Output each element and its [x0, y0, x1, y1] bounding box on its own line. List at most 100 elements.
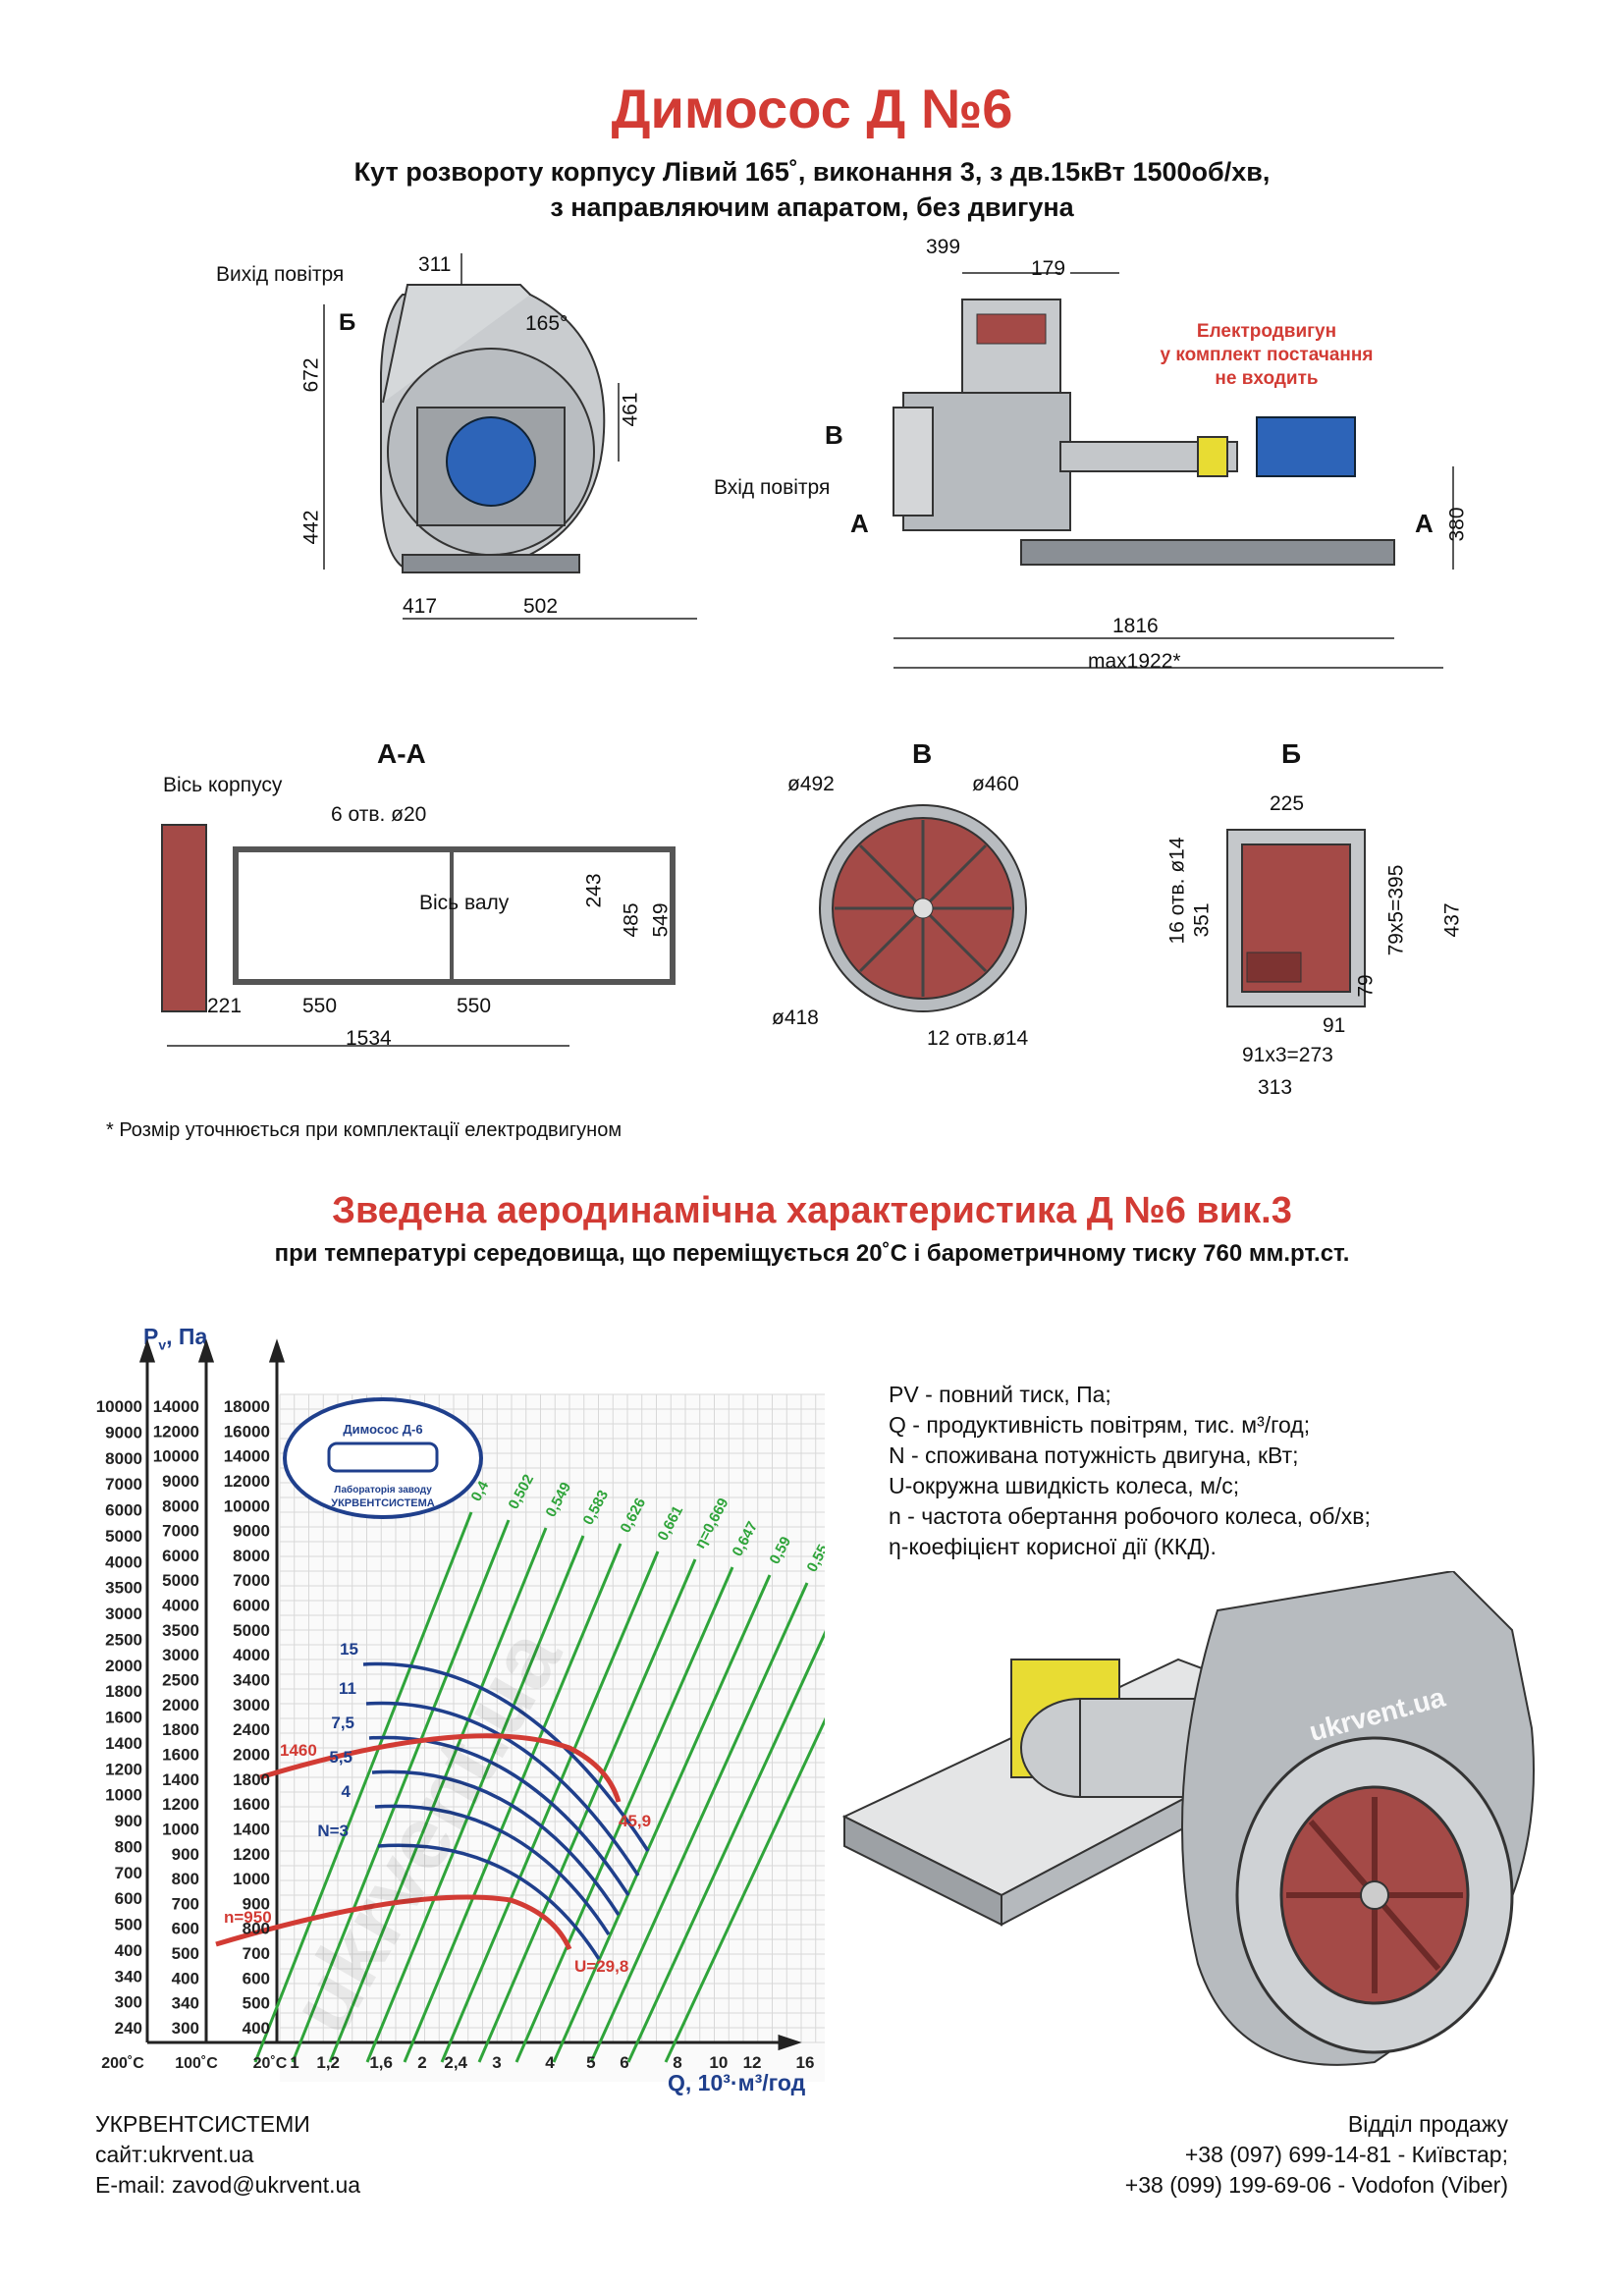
y-axis-label: Pv, Па: [143, 1324, 207, 1353]
axis-body-label: Вісь корпусу: [163, 774, 283, 796]
logo-line-1: Димосос Д-6: [343, 1422, 422, 1437]
y-axis-unit: , Па: [166, 1324, 208, 1349]
tick-100c: 10000: [153, 1447, 199, 1466]
section-v-title: В: [912, 738, 933, 769]
tick-20c: 12000: [224, 1472, 270, 1491]
dim-1816: 1816: [1112, 615, 1159, 637]
motor-note-line-1: Електродвигун: [1196, 321, 1337, 342]
tick-20c: 16000: [224, 1422, 270, 1441]
tick-100c: 7000: [162, 1522, 199, 1541]
dim-d460: ø460: [972, 773, 1019, 795]
power-curve: [374, 1804, 611, 1935]
dim-225: 225: [1270, 792, 1305, 815]
dim-550-b: 550: [457, 995, 492, 1017]
phone-vodafone[interactable]: +38 (099) 199-69-06 - Vodofon (Viber): [1124, 2172, 1508, 2198]
tick-200c: 4000: [105, 1552, 142, 1571]
tick-100c: 340: [172, 1994, 199, 2013]
view-marker-v: В: [825, 420, 843, 450]
dim-461: 461: [619, 392, 642, 427]
dim-485: 485: [620, 902, 643, 938]
efficiency-line: [291, 1519, 511, 2063]
x-axis-label: Q, 10³·м³/год: [668, 2070, 806, 2095]
x-tick: 1,2: [316, 2053, 340, 2072]
dim-437: 437: [1440, 902, 1464, 938]
tick-200c: 300: [115, 1993, 142, 2012]
view-marker-b: Б: [339, 309, 356, 336]
tick-200c: 7000: [105, 1475, 142, 1494]
tick-200c: 6000: [105, 1501, 142, 1520]
tick-20c: 1400: [233, 1820, 270, 1838]
tick-200c: 5000: [105, 1527, 142, 1546]
x-tick: 10: [709, 2053, 728, 2072]
logo-line-3: УКРВЕНТСИСТЕМА: [331, 1497, 435, 1509]
efficiency-line: [440, 1551, 660, 2063]
motor-note-line-2: у комплект постачання: [1160, 345, 1374, 365]
x-tick: 2,4: [444, 2053, 467, 2072]
section-aa-drawing: [161, 824, 676, 1047]
legend-n: N - споживана потужність двигуна, кВт;: [889, 1442, 1299, 1468]
dim-16-holes: 16 отв. ø14: [1165, 837, 1189, 945]
page-title: Димосос Д №6: [611, 78, 1013, 139]
power-curve: [377, 1843, 601, 1960]
section-b-drawing: [1226, 829, 1366, 1007]
dim-d492: ø492: [787, 773, 835, 795]
tick-200c: 800: [115, 1837, 142, 1856]
tick-20c: 14000: [224, 1447, 270, 1466]
dim-549: 549: [649, 902, 673, 938]
dim-1534: 1534: [346, 1027, 392, 1050]
dim-442: 442: [299, 510, 323, 545]
section-marker-a-left: А: [850, 509, 869, 538]
x-tick: 16: [796, 2053, 815, 2072]
tick-100c: 1400: [162, 1770, 199, 1789]
legend-rpm: n - частота обертання робочого колеса, о…: [889, 1503, 1371, 1529]
dim-max1922: max1922*: [1088, 650, 1181, 673]
tick-200c: 8000: [105, 1449, 142, 1468]
power-label: 4: [342, 1782, 352, 1801]
rpm-label-950: n=950: [224, 1908, 272, 1927]
tick-200c: 10000: [96, 1397, 142, 1416]
temp-label: 20˚С: [253, 2055, 288, 2072]
tick-200c: 1800: [105, 1682, 142, 1701]
x-tick: 12: [743, 2053, 762, 2072]
tick-200c: 1400: [105, 1734, 142, 1753]
tick-200c: 9000: [105, 1423, 142, 1442]
aero-subtitle: при температурі середовища, що переміщує…: [274, 1240, 1350, 1267]
tick-100c: 800: [172, 1870, 199, 1888]
legend-q: Q - продуктивність повітрям, тис. м³/год…: [889, 1412, 1311, 1438]
tick-200c: 3500: [105, 1579, 142, 1598]
tick-200c: 3000: [105, 1605, 142, 1623]
site-link[interactable]: сайт:ukrvent.ua: [95, 2142, 254, 2167]
footer-left: УКРВЕНТСИСТЕМИ сайт:ukrvent.ua E-mail: z…: [95, 2109, 360, 2201]
tick-20c: 5000: [233, 1621, 270, 1640]
tick-20c: 6000: [233, 1597, 270, 1615]
company-name: УКРВЕНТСИСТЕМИ: [95, 2111, 310, 2137]
tick-100c: 5000: [162, 1571, 199, 1590]
tick-100c: 4000: [162, 1597, 199, 1615]
x-tick: 6: [620, 2053, 628, 2072]
dim-79: 79: [1354, 974, 1378, 998]
tick-20c: 7000: [233, 1571, 270, 1590]
rpm-curve-950: [215, 1894, 572, 1951]
power-label: 7,5: [331, 1714, 354, 1732]
page-subtitle-2: з направляючим апаратом, без двигуна: [550, 192, 1074, 222]
power-curve: [365, 1701, 640, 1877]
tick-100c: 900: [172, 1845, 199, 1864]
tick-20c: 1800: [233, 1770, 270, 1789]
tick-100c: 8000: [162, 1496, 199, 1515]
page-subtitle-1: Кут розвороту корпусу Лівий 165˚, викона…: [353, 157, 1271, 187]
dim-351: 351: [1190, 902, 1214, 938]
outlet-label: Вихід повітря: [216, 263, 345, 286]
email-link[interactable]: E-mail: zavod@ukrvent.ua: [95, 2172, 361, 2198]
tick-20c: 400: [243, 2019, 270, 2038]
tick-200c: 1600: [105, 1709, 142, 1727]
dim-380: 380: [1445, 507, 1469, 542]
tick-200c: 1200: [105, 1760, 142, 1778]
tick-20c: 2400: [233, 1720, 270, 1739]
phone-kyivstar[interactable]: +38 (097) 699-14-81 - Київстар;: [1184, 2142, 1508, 2167]
power-label: 15: [340, 1640, 358, 1659]
section-b-title: Б: [1281, 738, 1302, 769]
tick-20c: 900: [243, 1894, 270, 1913]
tick-200c: 700: [115, 1864, 142, 1882]
sales-dept: Відділ продажу: [1347, 2111, 1508, 2137]
tick-100c: 400: [172, 1969, 199, 1987]
